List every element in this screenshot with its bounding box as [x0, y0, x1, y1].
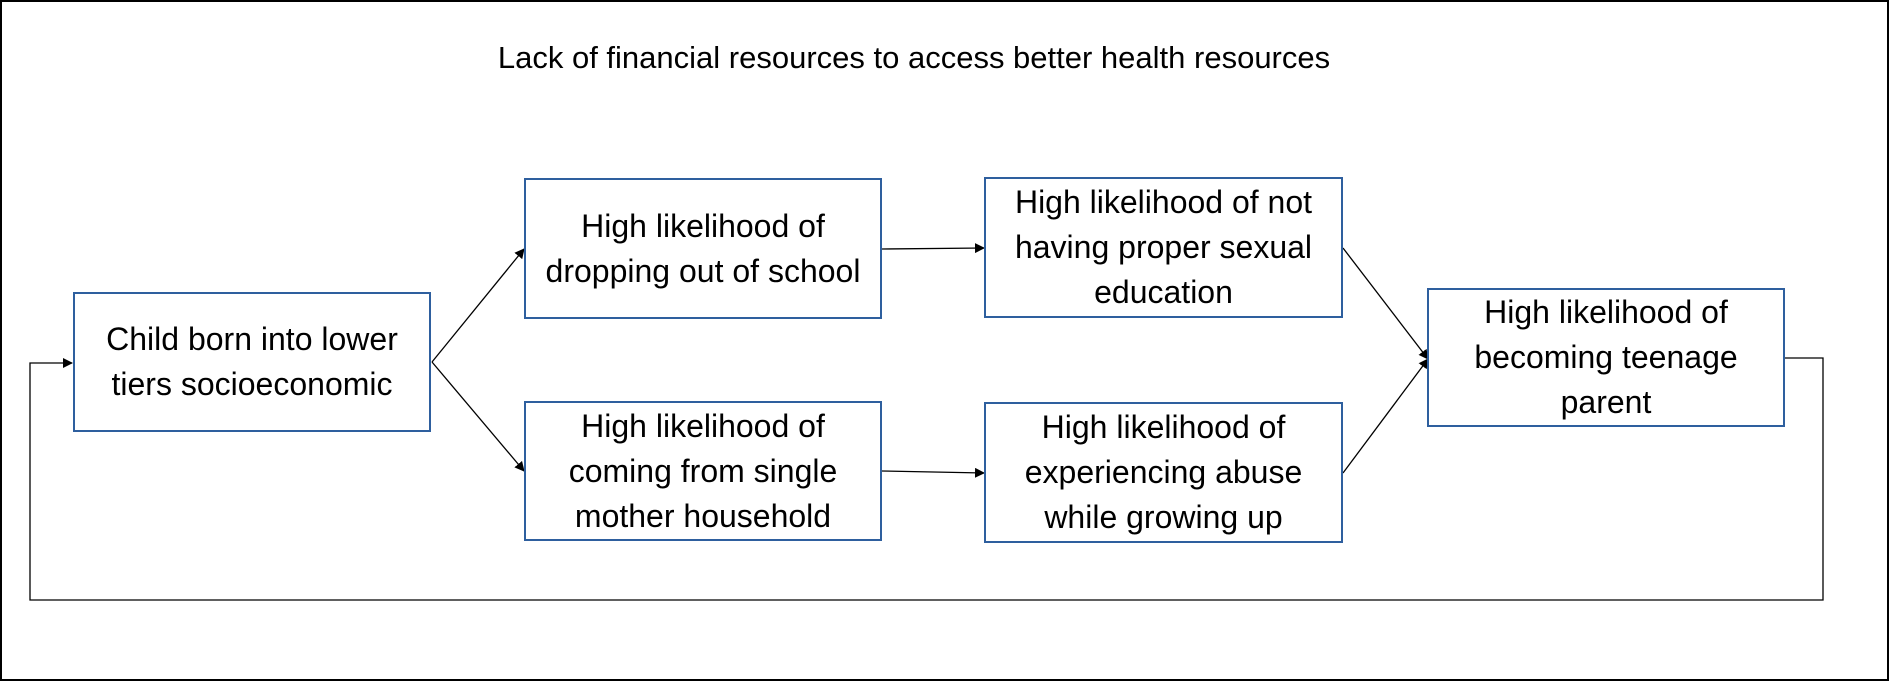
node-experiencing-abuse: High likelihood of experiencing abuse wh… — [984, 402, 1343, 543]
arrow-single-mother-to-abuse — [881, 467, 985, 478]
node-child-born-lower-tiers: Child born into lower tiers socioeconomi… — [73, 292, 431, 432]
node-label: High likelihood of coming from single mo… — [568, 407, 838, 534]
node-no-sexual-education: High likelihood of not having proper sex… — [984, 177, 1343, 318]
arrow-start-to-single-mother — [431, 361, 525, 472]
diagram-title: Lack of financial resources to access be… — [497, 40, 1331, 75]
arrow-start-to-dropout — [431, 248, 525, 363]
arrow-teen-parent-loop-to-start — [29, 357, 1824, 601]
node-label: High likelihood of becoming teenage pare… — [1474, 294, 1738, 420]
node-dropping-out-of-school: High likelihood of dropping out of schoo… — [524, 178, 882, 319]
arrow-sex-ed-to-teen-parent — [1342, 247, 1429, 360]
node-single-mother-household: High likelihood of coming from single mo… — [524, 401, 882, 541]
arrow-dropout-to-sex-ed — [881, 243, 985, 254]
arrow-abuse-to-teen-parent — [1342, 358, 1429, 474]
node-becoming-teenage-parent: High likelihood of becoming teenage pare… — [1427, 288, 1785, 427]
node-label: Child born into lower tiers socioeconomi… — [106, 321, 398, 402]
node-label: High likelihood of experiencing abuse wh… — [1024, 409, 1303, 535]
node-label: High likelihood of not having proper sex… — [1014, 184, 1313, 310]
node-label: High likelihood of dropping out of schoo… — [545, 207, 861, 289]
